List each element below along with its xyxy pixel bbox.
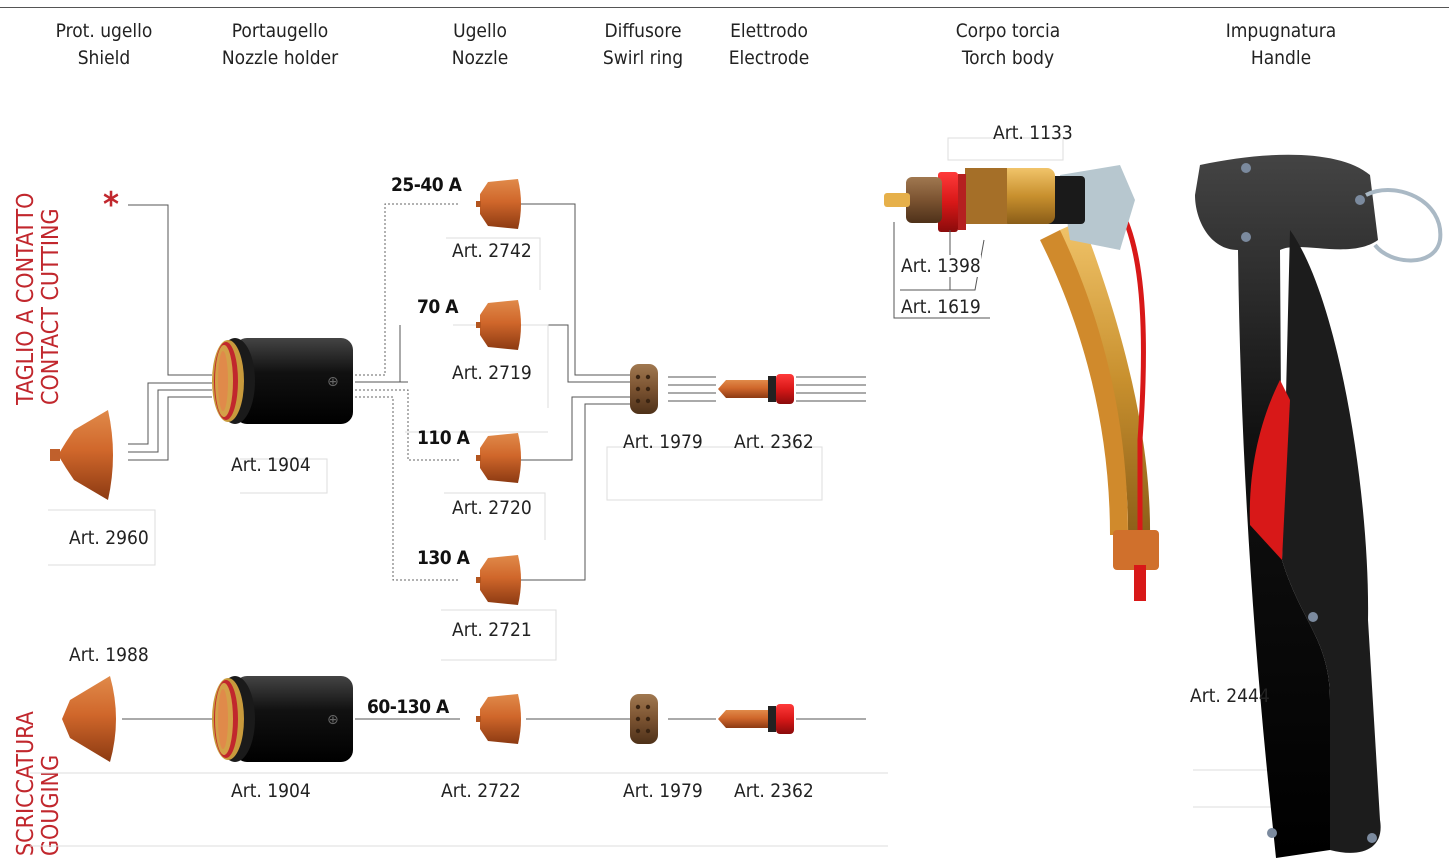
art-nozzle-2742: Art. 2742 [452, 240, 532, 262]
nozzle-2721-image [476, 555, 521, 605]
art-swirl-contact: Art. 1979 [623, 431, 703, 453]
electrode-contact-image [718, 374, 794, 404]
handle-image [1195, 154, 1443, 858]
amp-label-25-40: 25-40 A [391, 174, 462, 196]
amp-label-60-130: 60-130 A [367, 696, 449, 718]
art-nozzle-2720: Art. 2720 [452, 497, 532, 519]
electrode-gouging-image [718, 704, 794, 734]
art-nozzle-gouging: Art. 2722 [441, 780, 521, 802]
swirl-ring-gouging-image [630, 694, 658, 744]
nozzle-2719-image [476, 300, 521, 350]
amp-label-130: 130 A [417, 547, 470, 569]
nozzle-holder-contact-image [212, 338, 353, 424]
nozzle-2742-image [476, 179, 521, 229]
nozzle-holder-gouging-image [212, 676, 353, 762]
art-holder-contact: Art. 1904 [231, 454, 311, 476]
art-shield-gouging: Art. 1988 [69, 644, 149, 666]
swirl-ring-contact-image [630, 364, 658, 414]
shield-contact-image [50, 410, 113, 500]
shield-gouging-image [62, 676, 116, 762]
art-swirl-gouging: Art. 1979 [623, 780, 703, 802]
art-torch-1133: Art. 1133 [993, 122, 1073, 144]
torch-body-image [884, 165, 1159, 601]
art-nozzle-2719: Art. 2719 [452, 362, 532, 384]
nozzle-2722-image [476, 694, 521, 744]
art-electrode-gouging: Art. 2362 [734, 780, 814, 802]
art-shield-contact: Art. 2960 [69, 527, 149, 549]
art-holder-gouging: Art. 1904 [231, 780, 311, 802]
amp-label-70: 70 A [417, 296, 458, 318]
art-torch-1619: Art. 1619 [901, 296, 981, 318]
amp-label-110: 110 A [417, 427, 470, 449]
contact-marker-asterisk: * [103, 185, 119, 225]
art-electrode-contact: Art. 2362 [734, 431, 814, 453]
art-nozzle-2721: Art. 2721 [452, 619, 532, 641]
nozzle-2720-image [476, 433, 521, 483]
art-handle: Art. 2444 [1190, 685, 1270, 707]
art-torch-1398: Art. 1398 [901, 255, 981, 277]
